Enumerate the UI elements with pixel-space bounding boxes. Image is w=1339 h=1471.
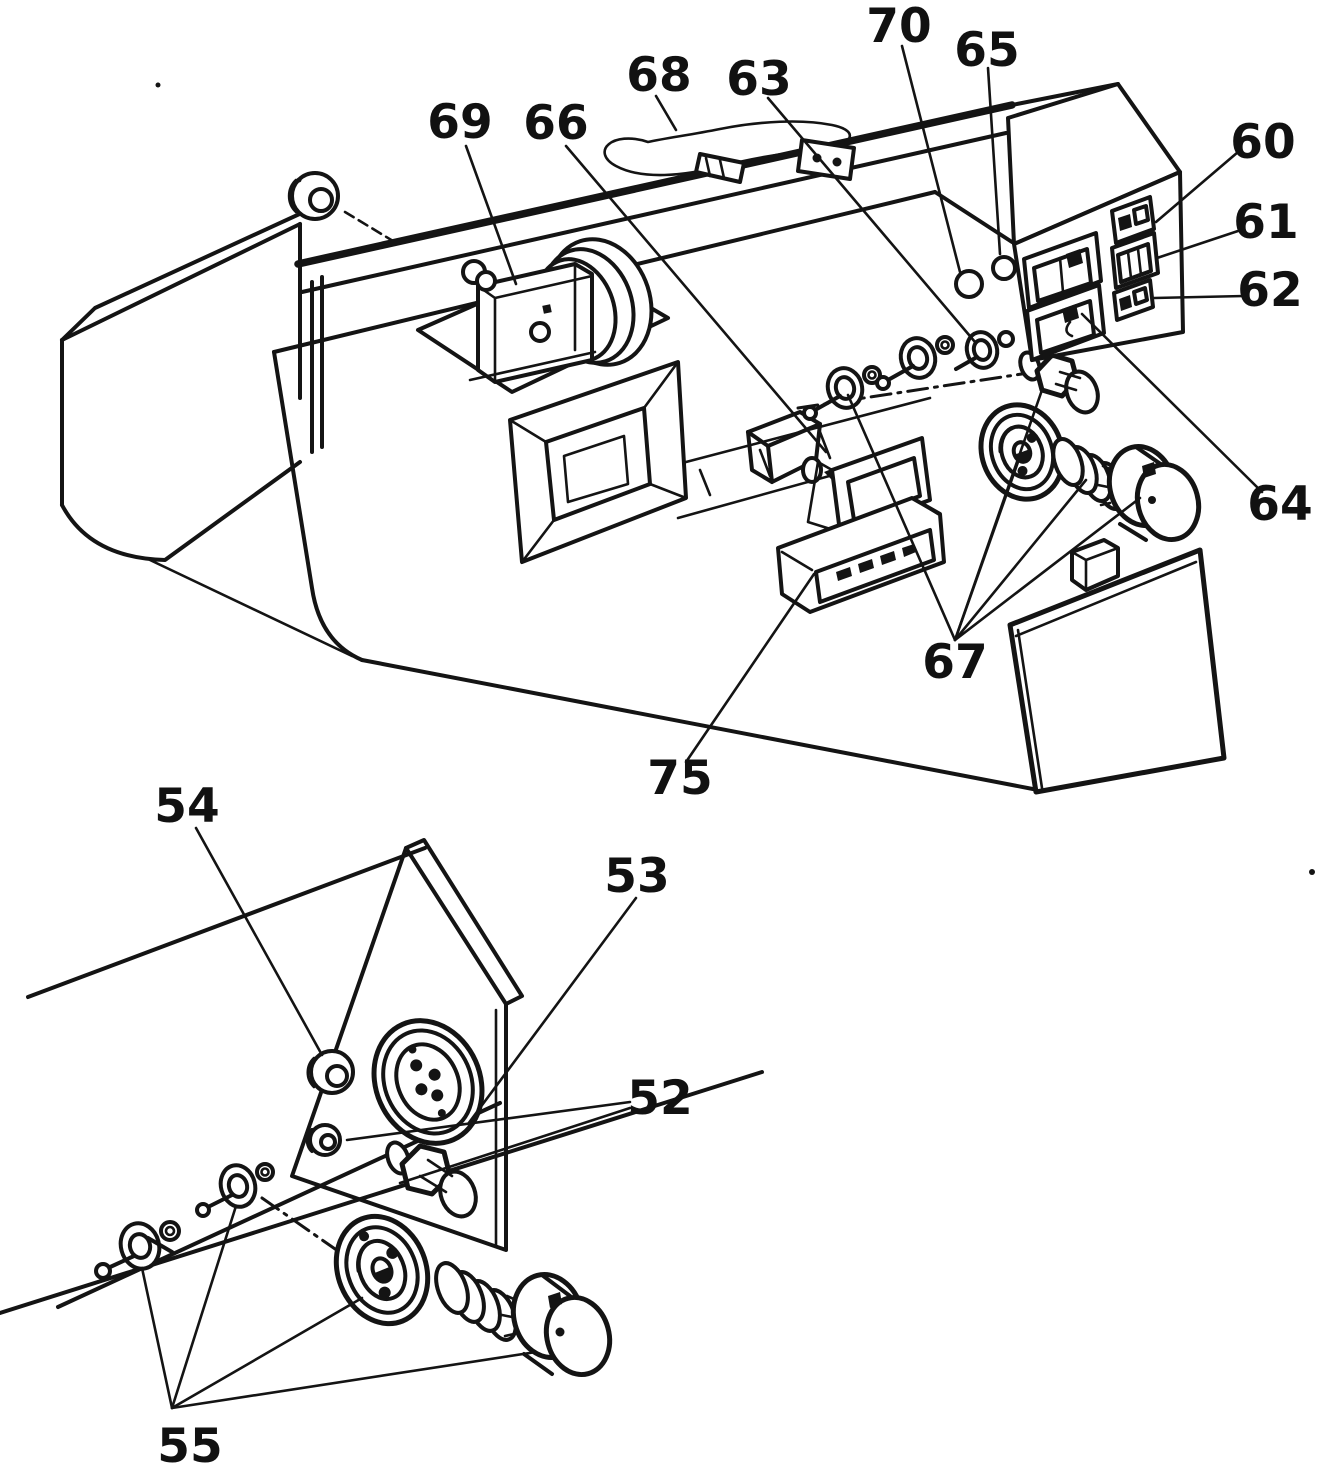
callout-75-label: 75: [647, 751, 712, 806]
callout-63: 63: [726, 52, 977, 344]
spring-lower: [434, 1261, 518, 1342]
toggle-switch-lower-1: [94, 1220, 181, 1280]
machine-body: [155, 82, 1315, 875]
callout-52: 52: [345, 1071, 693, 1185]
callout-67: 67: [846, 388, 1142, 690]
callout-52-label: 52: [627, 1071, 692, 1126]
callout-62-label: 62: [1237, 263, 1302, 318]
callout-54: 54: [154, 779, 324, 1057]
hex-nut-upper: [1018, 350, 1100, 415]
callout-64-label: 64: [1247, 477, 1312, 532]
callout-54-label: 54: [154, 779, 219, 834]
callout-70: 70: [866, 0, 962, 274]
callout-66: 66: [523, 96, 828, 454]
toggle-switch-upper-1: [802, 365, 882, 421]
callout-63-label: 63: [726, 52, 791, 107]
center-axis-lower: [260, 1196, 350, 1260]
callout-67-label: 67: [922, 635, 987, 690]
control-knob-lower: [500, 1271, 613, 1378]
round-button-b: [991, 255, 1017, 281]
hex-nut-lower: [385, 1140, 478, 1219]
control-panel: [1006, 82, 1185, 362]
rocker-switch-1: [1022, 231, 1103, 310]
flange-nut: [305, 1123, 342, 1157]
callout-61-label: 61: [1233, 195, 1298, 250]
toggle-switch-lower-2: [195, 1162, 275, 1218]
toggle-switch-upper-2: [875, 335, 955, 391]
callout-53-label: 53: [604, 849, 669, 904]
cord-clamp: [603, 120, 856, 184]
control-knob-upper: [1096, 443, 1202, 543]
callout-55-label: 55: [157, 1419, 222, 1471]
lower-bed-front-edge: [0, 1070, 764, 1315]
switch-61: [1110, 231, 1160, 290]
drawer-tray: [776, 496, 946, 614]
callout-61: 61: [1155, 195, 1299, 260]
callout-55: 55: [140, 1204, 538, 1471]
round-button-a: [954, 269, 984, 299]
rocker-switch-2: [1025, 283, 1106, 362]
rear-cover-panel: [1007, 547, 1227, 795]
switch-62: [1112, 278, 1155, 322]
mounting-block: [1070, 538, 1120, 592]
callout-69: 69: [427, 95, 518, 286]
socket-connector: [371, 1018, 485, 1146]
grommet-lower: [306, 1049, 355, 1095]
callout-70-label: 70: [866, 0, 931, 54]
machine-arm: [60, 198, 354, 658]
callout-60: 60: [1154, 115, 1296, 224]
upper-assembly: [60, 82, 1315, 875]
switch-60: [1110, 195, 1156, 245]
callout-66-label: 66: [523, 96, 588, 151]
callouts: 69 66 68 63 70 65 60 61: [140, 0, 1313, 1471]
callout-53: 53: [466, 849, 670, 1126]
callout-68: 68: [626, 48, 692, 132]
motor-assembly: [416, 237, 670, 394]
callout-69-label: 69: [427, 95, 492, 150]
ratchet-dial-lower: [333, 1213, 431, 1327]
toggle-switch-upper-3: [954, 330, 1015, 371]
grommet-screw: [287, 171, 400, 246]
callout-65: 65: [954, 23, 1020, 256]
callout-68-label: 68: [626, 48, 691, 103]
callout-65-label: 65: [954, 23, 1019, 78]
callout-62: 62: [1152, 263, 1303, 318]
callout-64: 64: [1080, 312, 1313, 532]
lower-assembly: [0, 838, 764, 1378]
callout-60-label: 60: [1230, 115, 1295, 170]
callout-75: 75: [647, 572, 816, 806]
